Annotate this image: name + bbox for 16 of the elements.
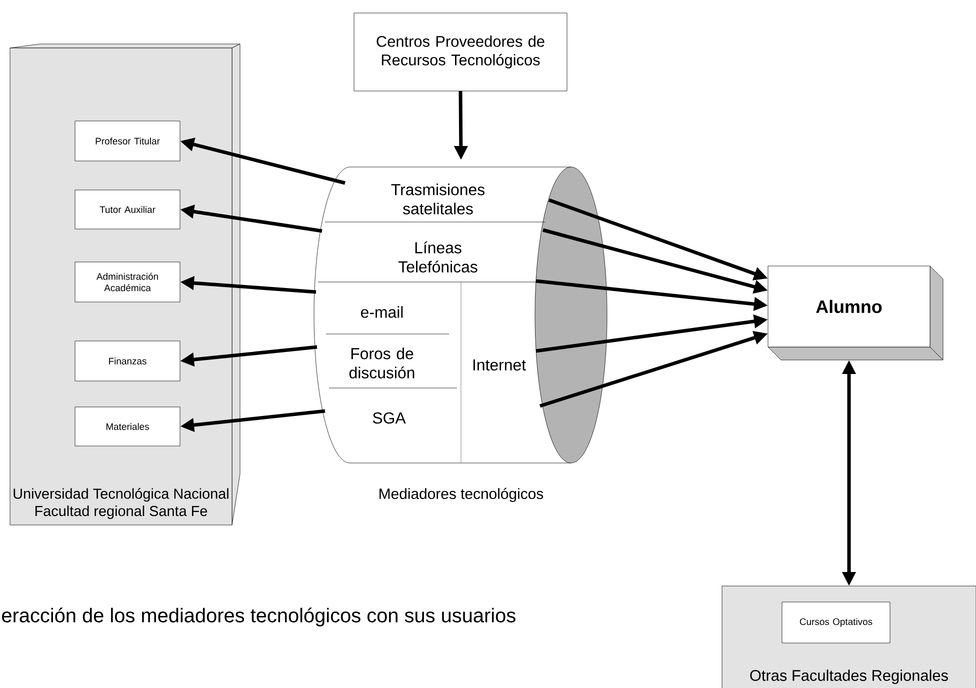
section-label: Trasmisiones satelitales — [391, 184, 484, 214]
caption: eracción de los mediadores tecnológicos con sus usuarios — [2, 608, 516, 626]
process-box: Centros Proveedores de Recursos Tecnológicos — [354, 12, 568, 92]
process-box: Alumno — [768, 266, 944, 360]
process-box: Materiales — [74, 406, 180, 446]
process-box: Profesor Titular — [74, 120, 180, 162]
node-label: Mediadores tecnológicos — [380, 488, 544, 502]
section-label: Líneas Telefónicas — [398, 242, 478, 272]
process-box: Administración Académica — [74, 262, 180, 302]
process-box: Cursos Optativos — [782, 602, 890, 644]
process-box: Finanzas — [74, 340, 180, 382]
section-label: Foros de discusión — [349, 348, 414, 378]
section-label: e-mail — [360, 306, 403, 318]
section-label: SGA — [372, 412, 406, 424]
process-box: Tutor Auxiliar — [74, 190, 180, 230]
section-label: Internet — [473, 359, 526, 371]
